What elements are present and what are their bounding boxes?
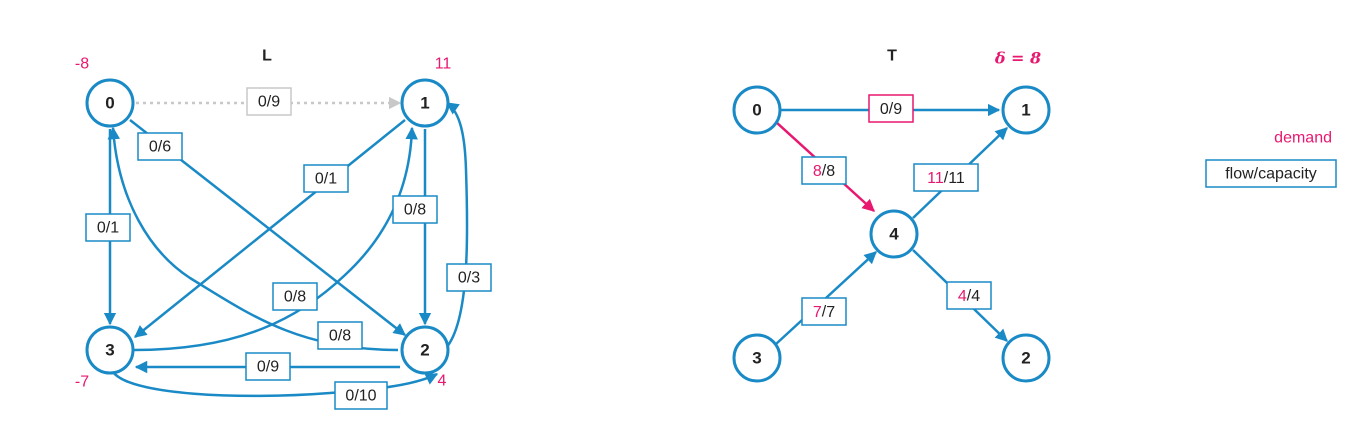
legend-flow-box <box>1205 159 1337 188</box>
left-edge-2-1 <box>445 101 469 349</box>
right-node-2: 2 <box>1001 333 1051 383</box>
left-edge-3-2 <box>111 371 439 398</box>
svg-text:0: 0 <box>752 101 761 120</box>
left-nodes: 0 1 2 3 <box>85 78 450 375</box>
svg-text:3: 3 <box>105 341 114 360</box>
left-node-3: 3 <box>85 325 135 375</box>
left-edge-label-0-2: 0/6 <box>137 132 183 161</box>
svg-text:7/7: 7/7 <box>813 304 835 321</box>
svg-text:0/8: 0/8 <box>284 289 306 306</box>
svg-text:0/9: 0/9 <box>257 359 279 376</box>
svg-text:0/1: 0/1 <box>97 220 119 237</box>
right-graph-title: T <box>887 48 897 65</box>
legend-flow-label: flow/capacity <box>1225 166 1317 183</box>
left-edge-label-1-2: 0/8 <box>392 195 438 224</box>
left-demand-3: -7 <box>75 374 89 391</box>
delta-label: δ = 8 <box>994 49 1041 68</box>
left-node-1: 1 <box>400 78 450 128</box>
left-demand-1: 11 <box>435 56 452 73</box>
left-edge-labels: 0/9 0/6 0/1 0/8 0/1 0/8 <box>85 87 492 410</box>
svg-text:0/6: 0/6 <box>149 139 171 156</box>
left-edge-1-3 <box>134 119 406 338</box>
right-nodes: 0 1 2 3 4 <box>732 85 1051 383</box>
svg-text:2: 2 <box>1021 349 1030 368</box>
svg-text:0/9: 0/9 <box>880 101 902 118</box>
svg-text:4: 4 <box>889 225 899 244</box>
legend-demand-label: demand <box>1274 130 1332 147</box>
svg-text:0/8: 0/8 <box>404 202 426 219</box>
left-node-0: 0 <box>85 78 135 128</box>
left-edge-label-1-3: 0/1 <box>303 164 349 193</box>
svg-text:2: 2 <box>420 341 429 360</box>
left-edge-label-2-0: 0/8 <box>317 321 363 350</box>
svg-text:0/1: 0/1 <box>315 171 337 188</box>
svg-text:0/9: 0/9 <box>258 94 280 111</box>
left-edge-label-2-3: 0/9 <box>245 352 291 381</box>
right-graph: T δ = 8 0/9 8/8 11/11 7/7 <box>732 48 1051 383</box>
left-edge-label-2-1: 0/3 <box>446 263 492 292</box>
svg-text:1: 1 <box>420 94 429 113</box>
svg-text:0/10: 0/10 <box>345 388 376 405</box>
left-edge-label-3-1: 0/8 <box>272 282 318 311</box>
right-edge-labels: 0/9 8/8 11/11 7/7 4/4 <box>801 94 992 326</box>
right-edge-label-0-4: 8/8 <box>801 156 847 185</box>
left-edge-label-0-1: 0/9 <box>246 87 292 116</box>
svg-text:3: 3 <box>752 349 761 368</box>
left-edge-3-1 <box>133 126 418 352</box>
svg-text:4/4: 4/4 <box>958 288 980 305</box>
svg-text:8/8: 8/8 <box>813 163 835 180</box>
left-demand-0: -8 <box>75 56 89 73</box>
left-graph-title: L <box>262 48 272 65</box>
svg-text:11/11: 11/11 <box>927 170 965 187</box>
svg-text:1: 1 <box>1021 101 1030 120</box>
left-node-2: 2 <box>400 325 450 375</box>
svg-text:0/8: 0/8 <box>329 328 351 345</box>
right-edge-label-0-1: 0/9 <box>868 94 914 123</box>
right-edge-label-4-1: 11/11 <box>913 163 979 192</box>
right-node-4: 4 <box>869 209 919 259</box>
right-edge-label-4-2: 4/4 <box>946 281 992 310</box>
right-node-3: 3 <box>732 333 782 383</box>
right-node-0: 0 <box>732 85 782 135</box>
legend: demand flow/capacity <box>1205 130 1337 188</box>
svg-text:0: 0 <box>105 94 114 113</box>
right-edge-label-3-4: 7/7 <box>801 297 847 326</box>
left-demands: -8 11 4 -7 <box>75 56 452 391</box>
svg-text:0/3: 0/3 <box>458 270 480 287</box>
left-edge-label-0-3: 0/1 <box>85 213 131 242</box>
left-demand-2: 4 <box>438 373 447 390</box>
left-graph: L 0/9 <box>75 48 492 410</box>
left-edge-label-3-2: 0/10 <box>334 381 388 410</box>
right-node-1: 1 <box>1001 85 1051 135</box>
